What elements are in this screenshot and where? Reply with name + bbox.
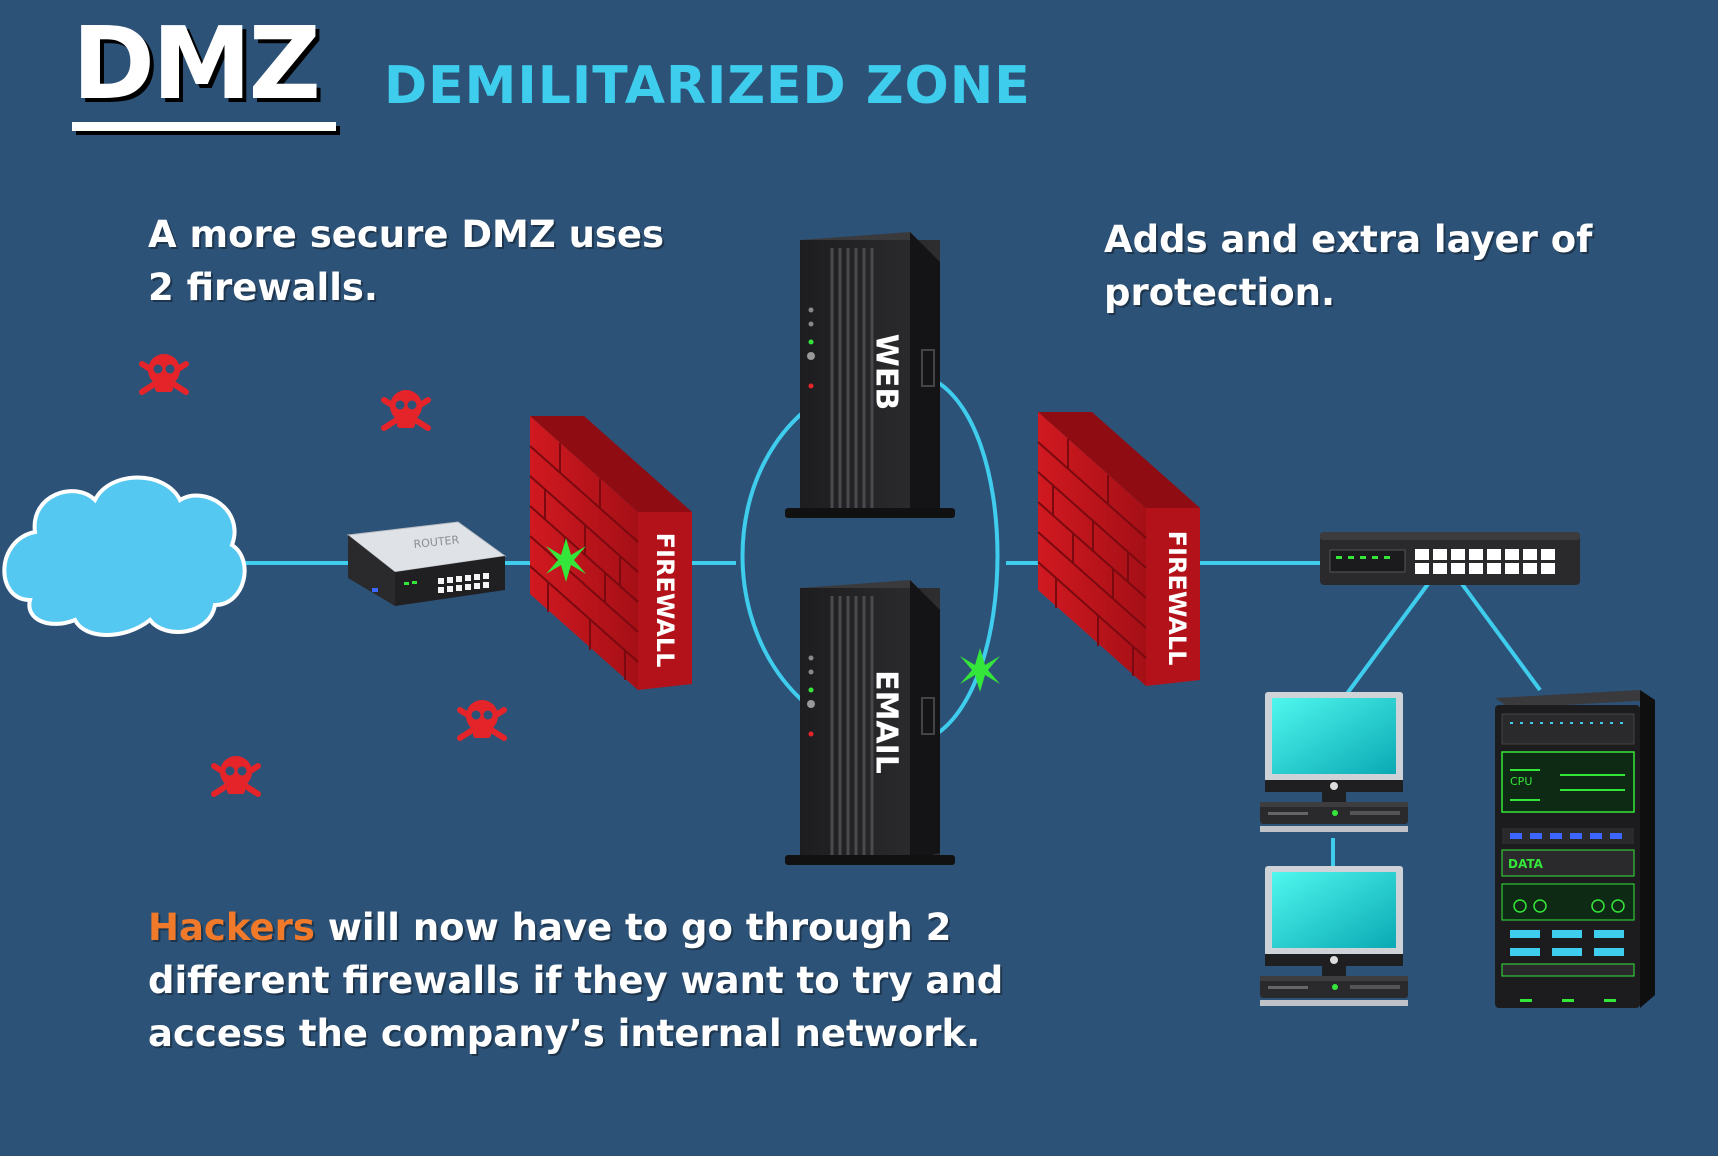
blocked-marker-icon [960,648,1000,692]
desktop-computer-icon [1260,692,1408,832]
title-underline [72,122,336,131]
firewall-left [529,416,692,690]
caption-left-line1: A more secure DMZ uses [148,213,665,256]
skull-icon [139,354,189,395]
router-icon: ROUTER [346,521,507,606]
caption-bottom-line1: Hackers will now have to go through 2 [148,901,1028,954]
caption-bottom-line2: different firewalls if they want to try … [148,959,1004,1002]
web-server-icon [785,232,955,518]
web-server-label: WEB [869,334,904,410]
blocked-marker-icon [546,538,586,582]
dmz-ring-right [929,376,1000,740]
skull-icon [381,390,431,431]
skull-icon [211,756,261,797]
link-switch-rack [1460,582,1542,692]
page-subtitle: DEMILITARIZED ZONE [384,56,1031,116]
page-title: DMZ [72,5,321,122]
email-server-icon [785,580,955,865]
caption-right-line2: protection. [1104,271,1336,314]
server-rack-icon: CPU DATA [1495,690,1655,1008]
hackers-highlight: Hackers [148,906,315,949]
skull-icon [457,700,507,741]
desktop-computer-icon [1260,866,1408,1006]
caption-bottom-line3: access the company’s internal network. [148,1012,981,1055]
caption-right: Adds and extra layer of protection. [1104,213,1624,319]
caption-left: A more secure DMZ uses 2 firewalls. [148,208,748,314]
router-label: ROUTER [413,533,460,551]
rack-data-label: DATA [1508,857,1544,871]
firewall-left-label: FIREWALL [651,533,679,668]
caption-right-line1: Adds and extra layer of [1104,218,1593,261]
rack-cpu-label: CPU [1510,775,1532,788]
switch-icon [1320,532,1580,585]
caption-left-line2: 2 firewalls. [148,266,378,309]
firewall-right-label: FIREWALL [1163,531,1191,666]
email-server-label: EMAIL [869,670,904,774]
caption-bottom: Hackers will now have to go through 2 di… [148,901,1028,1060]
caption-bottom-line1-rest: will now have to go through 2 [314,906,952,949]
cloud-icon [2,475,247,637]
firewall-right [1037,412,1200,686]
link-switch-desktop [1344,582,1430,697]
